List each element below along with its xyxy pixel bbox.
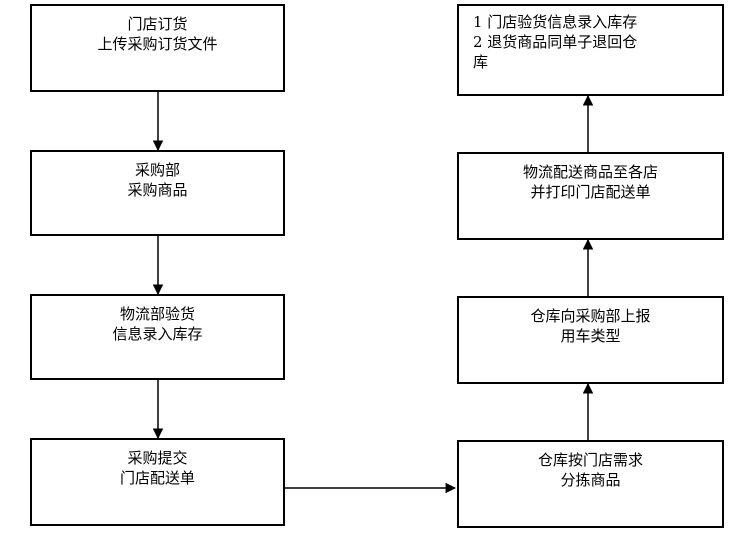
step-text: 采购商品 bbox=[127, 181, 188, 199]
step-text: 采购提交 bbox=[127, 449, 188, 467]
step-purchasing-dept: 采购部 采购商品 bbox=[30, 150, 285, 236]
step-text: 采购部 bbox=[134, 161, 180, 179]
step-text: 仓库向采购部上报 bbox=[530, 307, 651, 325]
step-purchasing-submit: 采购提交 门店配送单 bbox=[30, 438, 285, 526]
step-text: 分拣商品 bbox=[560, 471, 621, 489]
step-logistics-delivery: 物流配送商品至各店 并打印门店配送单 bbox=[457, 152, 724, 240]
step-logistics-inspection: 物流部验货 信息录入库存 bbox=[30, 294, 285, 380]
step-text: 上传采购订货文件 bbox=[97, 35, 218, 53]
step-store-inspection-return: 1 门店验货信息录入库存 2 退货商品同单子退回仓 库 bbox=[457, 4, 724, 96]
step-text: 门店配送单 bbox=[119, 469, 195, 487]
step-warehouse-sorting: 仓库按门店需求 分拣商品 bbox=[457, 440, 724, 528]
step-text: 并打印门店配送单 bbox=[530, 183, 651, 201]
step-store-order: 门店订货 上传采购订货文件 bbox=[30, 4, 285, 92]
step-text: 门店订货 bbox=[127, 15, 188, 33]
step-text: 信息录入库存 bbox=[112, 325, 203, 343]
step-text: 库 bbox=[473, 53, 489, 71]
step-warehouse-report: 仓库向采购部上报 用车类型 bbox=[457, 296, 724, 384]
step-text: 1 门店验货信息录入库存 bbox=[473, 13, 638, 31]
step-text: 2 退货商品同单子退回仓 bbox=[473, 33, 638, 51]
step-text: 物流配送商品至各店 bbox=[522, 163, 658, 181]
step-text: 物流部验货 bbox=[119, 305, 195, 323]
step-text: 仓库按门店需求 bbox=[537, 451, 643, 469]
step-text: 用车类型 bbox=[560, 327, 621, 345]
